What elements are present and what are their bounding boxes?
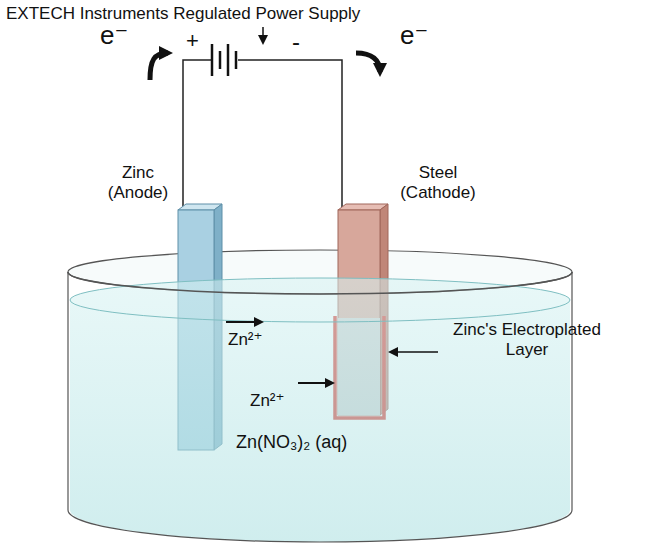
ion-label: Zn²⁺	[250, 391, 284, 411]
electrode-label: Steel (Cathode)	[390, 163, 486, 204]
leader-arrow	[390, 351, 438, 353]
electron-arrow	[356, 53, 380, 72]
wire	[183, 60, 212, 207]
electron-label: e⁻	[100, 20, 128, 51]
beaker-wall	[68, 272, 572, 542]
solution-label: Zn(NO₃)₂ (aq)	[236, 432, 347, 454]
solution	[70, 278, 570, 542]
polarity-sign: +	[186, 28, 199, 54]
ion-arrow	[226, 321, 262, 323]
electrode-label: Zinc (Anode)	[96, 163, 180, 204]
beaker-rim	[68, 272, 572, 294]
callout-label: Zinc's Electroplated Layer	[442, 320, 612, 361]
pointer-arrow	[262, 27, 264, 43]
wire	[238, 60, 342, 207]
electron-label: e⁻	[400, 20, 428, 51]
ion-label: Zn²⁺	[228, 330, 262, 350]
polarity-sign: -	[292, 28, 300, 57]
electron-arrow	[150, 53, 168, 80]
battery-symbol	[212, 44, 236, 76]
heading: EXTECH Instruments Regulated Power Suppl…	[6, 4, 360, 24]
ion-arrow	[298, 382, 333, 384]
solution-surface	[70, 278, 570, 322]
